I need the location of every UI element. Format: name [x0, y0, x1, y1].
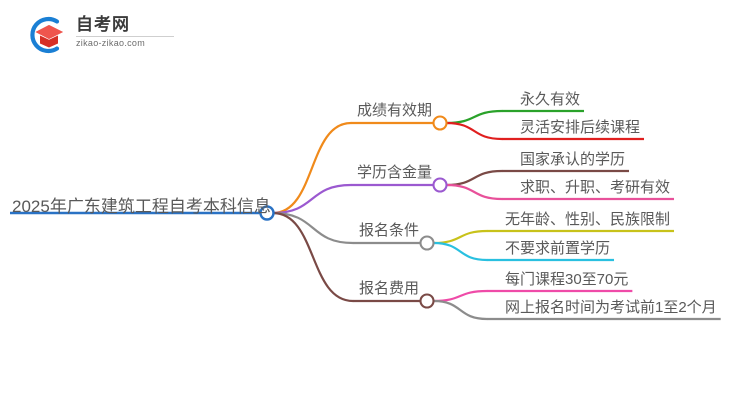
logo-divider [76, 36, 174, 37]
leaf-connector [432, 289, 489, 303]
logo-domain: zikao-zikao.com [76, 38, 146, 48]
branch-connector [271, 211, 355, 303]
leaf-node-label[interactable]: 每门课程30至70元 [505, 271, 629, 288]
branch-connector [271, 211, 355, 245]
leaf-connector [432, 241, 489, 262]
leaf-connector [432, 229, 489, 245]
underline-group [10, 109, 721, 321]
node-circle-group [259, 115, 448, 309]
leaf-connector [445, 109, 504, 125]
leaf-connector [432, 299, 489, 321]
leaf-node-label[interactable]: 国家承认的学历 [520, 151, 626, 168]
leaf-connector [445, 121, 504, 141]
branch-connector [271, 121, 353, 215]
connector-group [271, 109, 504, 321]
branch-node-circle [432, 177, 448, 193]
root-node-label[interactable]: 2025年广东建筑工程自考本科信息 [12, 197, 271, 216]
leaf-node-label[interactable]: 网上报名时间为考试前1至2个月 [505, 299, 717, 316]
root-node-circle [259, 205, 275, 221]
branch-node-label[interactable]: 成绩有效期 [356, 102, 432, 119]
branch-node-circle [419, 293, 435, 309]
branch-node-label[interactable]: 报名费用 [358, 280, 419, 297]
leaf-node-label[interactable]: 求职、升职、考研有效 [520, 179, 671, 196]
leaf-node-label[interactable]: 无年龄、性别、民族限制 [505, 211, 671, 228]
branch-node-circle [432, 115, 448, 131]
branch-node-label[interactable]: 报名条件 [358, 222, 419, 239]
branch-connector [271, 183, 353, 215]
logo-text: 自考网 zikao-zikao.com [76, 14, 176, 48]
leaf-node-label[interactable]: 不要求前置学历 [505, 240, 611, 257]
logo-title: 自考网 [76, 15, 130, 34]
leaf-node-label[interactable]: 灵活安排后续课程 [520, 119, 641, 136]
site-logo: 自考网 zikao-zikao.com [26, 12, 176, 58]
leaf-connector [445, 183, 504, 201]
branch-node-circle [419, 235, 435, 251]
leaf-connector [445, 169, 504, 187]
branch-node-label[interactable]: 学历含金量 [356, 164, 432, 181]
leaf-node-label[interactable]: 永久有效 [520, 91, 581, 108]
graduation-cap-in-circle-logo-icon [30, 16, 63, 54]
